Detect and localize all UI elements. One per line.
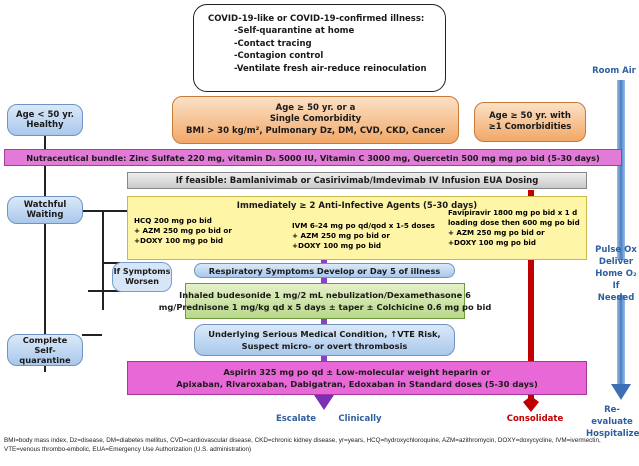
age-under-50-label: Age < 50 yr. Healthy: [16, 110, 75, 130]
tree-connector-worsen: [102, 262, 120, 264]
covid-item: -Self-quarantine at home: [234, 26, 355, 36]
consolidate-label: Consolidate: [506, 414, 564, 424]
tree-branch-line: [102, 210, 104, 310]
covid-item: -Ventilate fresh air-reduce reinoculatio…: [234, 63, 427, 74]
regimen-line: loading dose then 600 mg po bid: [448, 218, 580, 227]
regimen-line: + AZM 250 mg po bid or: [134, 226, 232, 235]
age-50-line: Single Comorbidity: [269, 114, 362, 124]
age-under-50-box: Age < 50 yr. Healthy: [7, 104, 83, 136]
respiratory-symptoms-box: Respiratory Symptoms Develop or Day 5 of…: [194, 263, 455, 278]
anticoagulation-line: Aspirin 325 mg po qd ± Low-molecular wei…: [223, 367, 491, 377]
regimen-line: IVM 6-24 mg po qd/qod x 1-5 doses: [292, 221, 435, 230]
monoclonal-antibody-box: If feasible: Bamlanivimab or Casirivimab…: [127, 172, 587, 189]
reevaluate-line: Hospitalize: [586, 429, 639, 439]
clinically-label: Clinically: [338, 414, 382, 424]
anticoagulation-box: Aspirin 325 mg po qd ± Low-molecular wei…: [127, 361, 587, 395]
age-50-line: Age ≥ 50 yr. or a: [275, 103, 356, 113]
covid-illness-box: COVID-19-like or COVID-19-confirmed illn…: [193, 4, 446, 92]
regimen-line: HCQ 200 mg po bid: [134, 216, 212, 225]
complete-quarantine-label: Complete Self-quarantine: [19, 335, 71, 365]
pulse-ox-line: Deliver: [598, 257, 634, 267]
complete-quarantine-box: Complete Self-quarantine: [7, 334, 83, 366]
reevaluate-line: Re-evaluate: [591, 405, 633, 427]
if-symptoms-worsen-label: If Symptoms Worsen: [113, 267, 171, 286]
covid-box-title: COVID-19-like or COVID-19-confirmed illn…: [208, 14, 425, 24]
steroid-line: mg/Prednisone 1 mg/kg qd x 5 days ± tape…: [158, 302, 492, 312]
nutraceutical-text: Nutraceutical bundle: Zinc Sulfate 220 m…: [26, 152, 600, 163]
tree-connector-quarantine: [82, 334, 102, 336]
underlying-condition-box: Underlying Serious Medical Condition, ↑V…: [194, 324, 455, 356]
regimen-line: + AZM 250 mg po bid or: [292, 231, 390, 240]
respiratory-symptoms-text: Respiratory Symptoms Develop or Day 5 of…: [208, 265, 441, 276]
watchful-waiting-box: Watchful Waiting: [7, 196, 83, 224]
anti-infective-col-ivm: IVM 6-24 mg po qd/qod x 1-5 doses + AZM …: [292, 221, 442, 251]
age-50-single-comorbidity-box: Age ≥ 50 yr. or a Single Comorbidity BMI…: [172, 96, 459, 144]
age-50-multi-line: Age ≥ 50 yr. with: [489, 111, 571, 121]
comorbidity-list: BMI > 30 kg/m², Pulmonary Dz, DM, CVD, C…: [186, 126, 445, 136]
covid-item: -Contact tracing: [234, 38, 312, 49]
room-air-label: Room Air: [592, 66, 636, 76]
tree-connector-watchful: [82, 210, 128, 212]
steroid-therapy-box: Inhaled budesonide 1 mg/2 mL nebulizatio…: [159, 283, 491, 319]
pulse-ox-line: Pulse Ox: [595, 245, 637, 255]
steroid-line: Inhaled budesonide 1 mg/2 mL nebulizatio…: [179, 290, 471, 300]
escalate-label: Escalate: [275, 414, 317, 424]
regimen-line: + AZM 250 mg po bid or: [448, 228, 545, 237]
anti-infective-title: Immediately ≥ 2 Anti-Infective Agents (5…: [236, 201, 478, 211]
age-50-multi-comorbidity-box: Age ≥ 50 yr. with ≥1 Comorbidities: [474, 102, 586, 142]
covid-item: -Contagion control: [234, 51, 324, 61]
watchful-waiting-label: Watchful Waiting: [23, 200, 67, 220]
regimen-line: +DOXY 100 mg po bid: [134, 236, 224, 245]
anti-infective-col-favipiravir: Favipiravir 1800 mg po bid x 1 d loading…: [448, 208, 588, 248]
anticoagulation-line: Apixaban, Rivaroxaban, Dabigatran, Edoxa…: [176, 379, 538, 389]
anti-infective-col-hcq: HCQ 200 mg po bid + AZM 250 mg po bid or…: [134, 216, 284, 246]
age-50-multi-line: ≥1 Comorbidities: [488, 122, 572, 132]
underlying-line: Underlying Serious Medical Condition, ↑V…: [208, 329, 441, 339]
underlying-line: Suspect micro- or overt thrombosis: [241, 341, 408, 351]
monoclonal-antibody-text: If feasible: Bamlanivimab or Casirivimab…: [175, 175, 539, 186]
abbreviations-footnote: BMI=body mass index, Dz=disease, DM=diab…: [4, 437, 601, 453]
regimen-line: +DOXY 100 mg po bid: [292, 241, 382, 250]
pulse-ox-line: Home O₂: [595, 269, 637, 279]
nutraceutical-bundle-bar: Nutraceutical bundle: Zinc Sulfate 220 m…: [4, 149, 622, 166]
reevaluate-label: Re-evaluate Hospitalize: [586, 404, 639, 440]
left-tree-line: [44, 136, 46, 372]
pulse-ox-label: Pulse Ox Deliver Home O₂ If Needed: [594, 244, 638, 304]
regimen-line: Favipiravir 1800 mg po bid x 1 d: [448, 208, 578, 217]
anti-infective-box: Immediately ≥ 2 Anti-Infective Agents (5…: [127, 196, 587, 260]
if-symptoms-worsen-box: If Symptoms Worsen: [112, 262, 172, 292]
regimen-line: +DOXY 100 mg po bid: [448, 238, 536, 247]
tree-connector-mid: [88, 290, 128, 292]
pulse-ox-line: If Needed: [597, 281, 635, 303]
